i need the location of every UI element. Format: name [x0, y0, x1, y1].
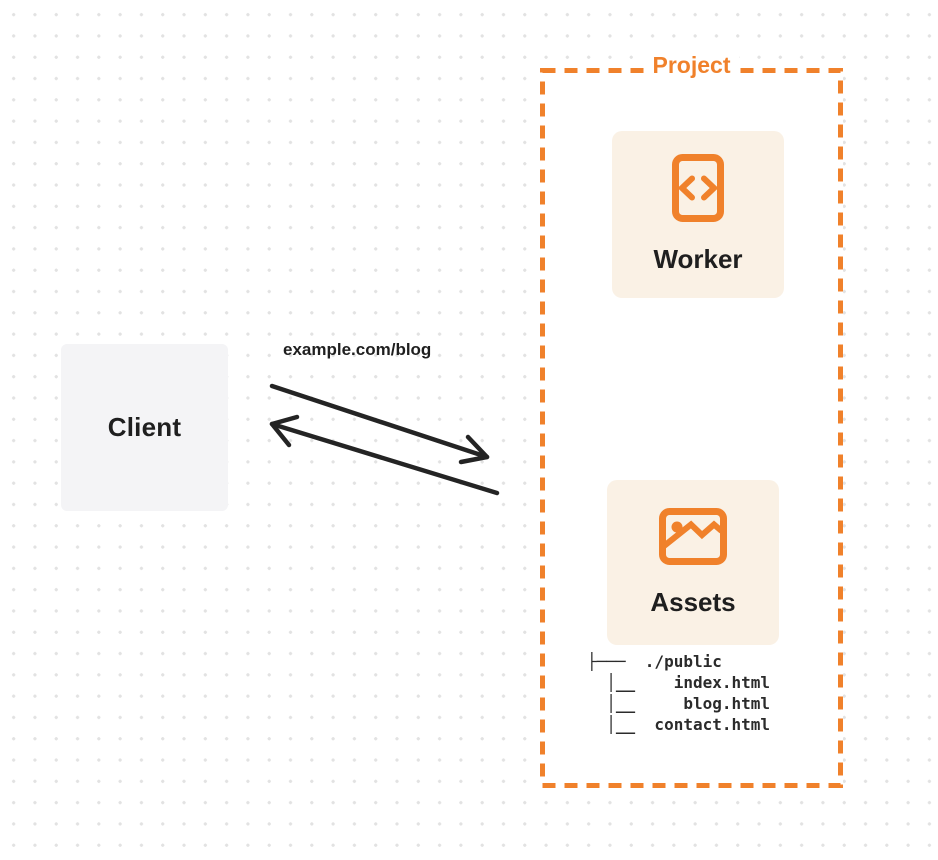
assets-node: Assets: [607, 480, 779, 645]
request-url-label: example.com/blog: [283, 340, 432, 359]
assets-file-tree: ├─── ./public │__ index.html │__ blog.ht…: [587, 651, 770, 735]
code-file-icon: [672, 154, 724, 222]
request-arrow: [269, 383, 490, 465]
tree-line: │__ contact.html: [587, 715, 771, 734]
project-label: Project: [643, 52, 740, 79]
project-boundary: Project Worker Assets ├─── ./public │__ …: [540, 52, 843, 788]
response-arrow: [269, 414, 500, 496]
tree-line: │__ index.html: [587, 673, 771, 692]
worker-node: Worker: [612, 131, 784, 298]
image-icon: [659, 507, 727, 565]
worker-label: Worker: [653, 244, 743, 274]
client-label: Client: [107, 412, 182, 442]
client-node: Client: [61, 344, 228, 511]
assets-label: Assets: [650, 586, 736, 617]
tree-line: │__ blog.html: [587, 694, 771, 713]
tree-line: ├─── ./public: [587, 652, 722, 671]
